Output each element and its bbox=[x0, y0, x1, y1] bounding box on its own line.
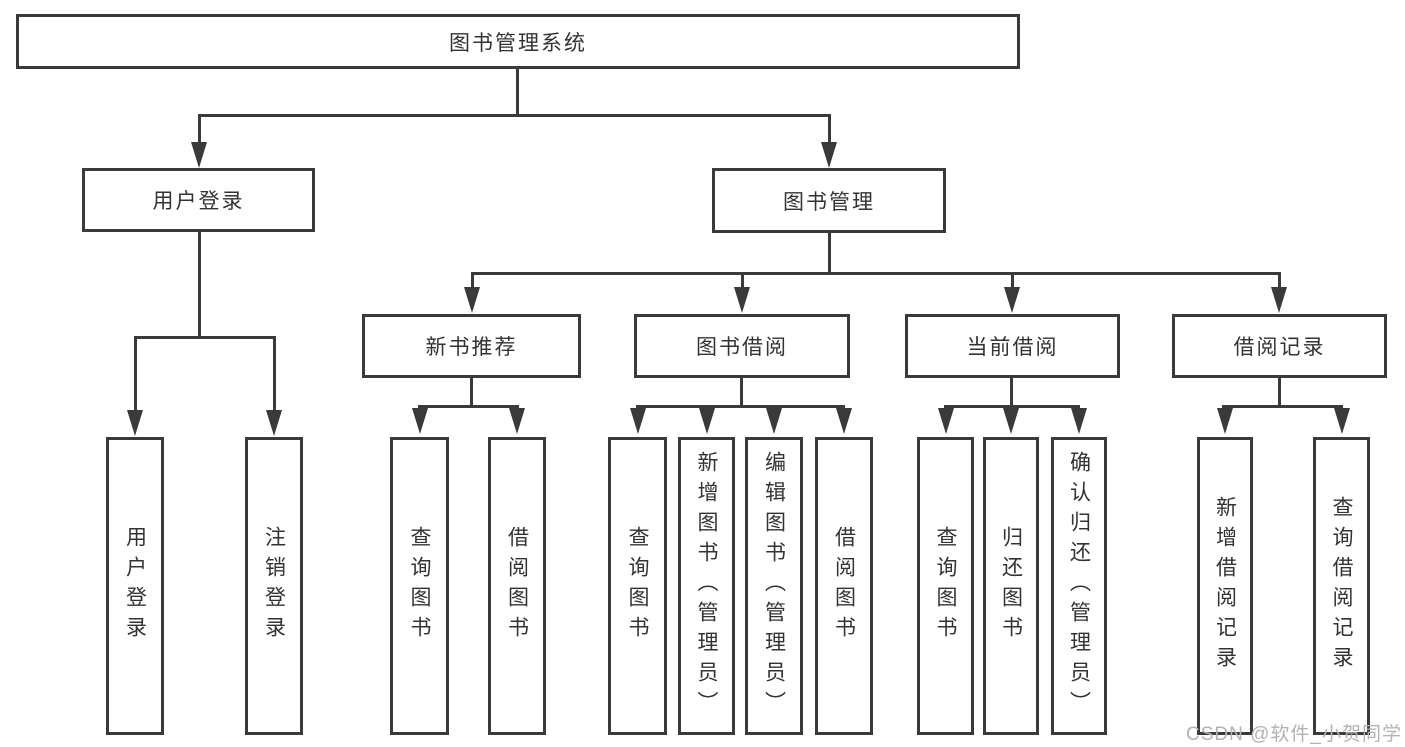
arrowhead-down-icon bbox=[836, 408, 852, 434]
leaf-query-borrow-record: 查询借阅记录 bbox=[1313, 437, 1370, 735]
connector-line bbox=[828, 114, 831, 144]
node-label: 用户登录 bbox=[152, 190, 245, 213]
node-borrowing-records: 借阅记录 bbox=[1172, 314, 1387, 378]
leaf-label: 归还图书 bbox=[999, 526, 1023, 646]
connector-line bbox=[471, 272, 1281, 275]
leaf-return-book: 归还图书 bbox=[983, 437, 1039, 735]
node-book-management: 图书管理 bbox=[712, 168, 946, 233]
leaf-query-book: 查询图书 bbox=[608, 437, 667, 735]
arrowhead-down-icon bbox=[509, 408, 525, 434]
node-label: 图书管理 bbox=[783, 190, 875, 214]
connector-line bbox=[516, 69, 519, 117]
watermark-text: CSDN @软件_小贺同学 bbox=[1186, 724, 1402, 745]
arrowhead-down-icon bbox=[1271, 287, 1287, 313]
arrowhead-down-icon bbox=[1003, 408, 1019, 434]
leaf-label: 新增图书（管理员） bbox=[695, 451, 718, 721]
leaf-label: 注销登录 bbox=[262, 526, 286, 646]
leaf-label: 用户登录 bbox=[123, 526, 147, 646]
connector-line bbox=[828, 232, 831, 275]
connector-line bbox=[273, 336, 276, 412]
leaf-add-borrow-record: 新增借阅记录 bbox=[1197, 437, 1253, 735]
arrowhead-down-icon bbox=[127, 410, 143, 436]
leaf-label: 查询借阅记录 bbox=[1330, 496, 1353, 676]
arrowhead-down-icon bbox=[1217, 408, 1233, 434]
leaf-label: 编辑图书（管理员） bbox=[762, 451, 786, 721]
node-book-borrowing: 图书借阅 bbox=[634, 314, 850, 378]
connector-line bbox=[198, 232, 201, 339]
connector-line bbox=[198, 114, 831, 117]
connector-line bbox=[471, 272, 474, 290]
connector-line bbox=[418, 405, 519, 408]
leaf-borrow-book: 借阅图书 bbox=[488, 437, 546, 735]
connector-line bbox=[134, 336, 137, 412]
connector-line bbox=[740, 377, 743, 408]
arrowhead-down-icon bbox=[630, 408, 646, 434]
node-current-borrowing: 当前借阅 bbox=[905, 314, 1120, 378]
connector-line bbox=[470, 377, 473, 408]
node-new-book-recommendation: 新书推荐 bbox=[362, 314, 581, 378]
connector-line bbox=[1010, 377, 1013, 408]
arrowhead-down-icon bbox=[1004, 287, 1020, 313]
leaf-label: 确认归还（管理员） bbox=[1067, 451, 1091, 721]
leaf-user-login: 用户登录 bbox=[106, 437, 164, 735]
connector-line bbox=[636, 405, 845, 408]
arrowhead-down-icon bbox=[412, 408, 428, 434]
arrowhead-down-icon bbox=[266, 410, 282, 436]
leaf-label: 查询图书 bbox=[934, 526, 957, 646]
node-label: 借阅记录 bbox=[1233, 336, 1326, 359]
node-user-login: 用户登录 bbox=[82, 168, 315, 232]
leaf-label: 查询图书 bbox=[408, 526, 431, 646]
leaf-logout: 注销登录 bbox=[245, 437, 303, 735]
connector-line bbox=[1222, 405, 1343, 408]
node-root-system: 图书管理系统 bbox=[16, 14, 1020, 69]
arrowhead-down-icon bbox=[766, 408, 782, 434]
leaf-label: 新增借阅记录 bbox=[1213, 496, 1237, 676]
arrowhead-down-icon bbox=[734, 287, 750, 313]
node-label: 图书借阅 bbox=[696, 336, 788, 359]
leaf-label: 查询图书 bbox=[626, 526, 649, 646]
leaf-query-book: 查询图书 bbox=[917, 437, 974, 735]
connector-line bbox=[198, 114, 201, 144]
leaf-edit-book-admin: 编辑图书（管理员） bbox=[745, 437, 803, 735]
arrowhead-down-icon bbox=[699, 408, 715, 434]
connector-line bbox=[1011, 272, 1014, 290]
leaf-add-book-admin: 新增图书（管理员） bbox=[678, 437, 735, 735]
connector-line bbox=[944, 405, 1080, 408]
arrowhead-down-icon bbox=[464, 287, 480, 313]
leaf-borrow-book: 借阅图书 bbox=[815, 437, 873, 735]
node-label: 当前借阅 bbox=[966, 336, 1059, 359]
node-label: 图书管理系统 bbox=[449, 31, 587, 55]
leaf-query-book: 查询图书 bbox=[390, 437, 449, 735]
connector-line bbox=[741, 272, 744, 290]
leaf-confirm-return-admin: 确认归还（管理员） bbox=[1051, 437, 1107, 735]
arrowhead-down-icon bbox=[191, 142, 207, 168]
connector-line bbox=[1278, 272, 1281, 290]
connector-line bbox=[134, 336, 276, 339]
arrowhead-down-icon bbox=[938, 408, 954, 434]
arrowhead-down-icon bbox=[1071, 408, 1087, 434]
leaf-label: 借阅图书 bbox=[832, 526, 856, 646]
node-label: 新书推荐 bbox=[425, 336, 518, 359]
leaf-label: 借阅图书 bbox=[505, 526, 529, 646]
arrowhead-down-icon bbox=[1334, 408, 1350, 434]
connector-line bbox=[1278, 377, 1281, 408]
arrowhead-down-icon bbox=[821, 142, 837, 168]
